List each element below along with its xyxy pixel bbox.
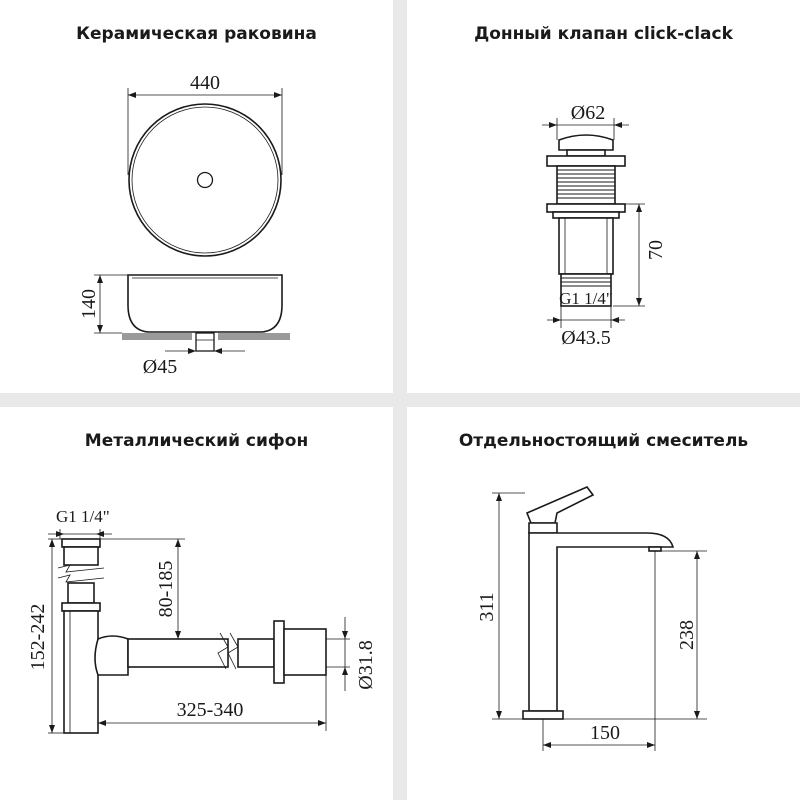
valve-top-label: Ø62: [571, 102, 605, 124]
drain-valve-drawing-icon: Ø62: [542, 102, 667, 349]
panel-siphon: Металлический сифон G1 1/4": [0, 407, 393, 800]
siphon-total-height-label: 152-242: [27, 604, 49, 671]
valve-height-label: 70: [645, 240, 667, 260]
valve-thread-label: G1 1/4": [559, 289, 613, 308]
faucet-reach-label: 150: [590, 722, 620, 744]
sink-drawing-icon: 440 140 Ø45: [78, 72, 290, 378]
panel-title-faucet: Отдельностоящий смеситель: [458, 431, 749, 451]
faucet-spout-height-label: 238: [676, 620, 698, 650]
siphon-inlet-label: 80-185: [155, 561, 177, 618]
panel-faucet: Отдельностоящий смеситель 311 238: [407, 407, 800, 800]
panel-title-siphon: Металлический сифон: [84, 431, 309, 451]
siphon-drawing-icon: G1 1/4": [27, 507, 377, 734]
panel-title-valve: Донный клапан click-clack: [474, 24, 733, 44]
panel-valve: Донный клапан click-clack Ø62: [407, 0, 800, 393]
faucet-drawing-icon: 311 238 150: [476, 486, 707, 751]
siphon-pipe-label: Ø31.8: [355, 640, 377, 689]
sink-drain-label: Ø45: [143, 356, 177, 378]
panel-title-sink: Керамическая раковина: [76, 24, 317, 44]
valve-bottom-label: Ø43.5: [561, 327, 610, 349]
panel-sink: Керамическая раковина 440: [0, 0, 393, 393]
siphon-length-label: 325-340: [177, 699, 244, 721]
faucet-height-label: 311: [476, 592, 498, 621]
siphon-thread-label: G1 1/4": [56, 507, 110, 526]
sink-height-label: 140: [78, 289, 100, 319]
sink-width-label: 440: [190, 72, 220, 94]
